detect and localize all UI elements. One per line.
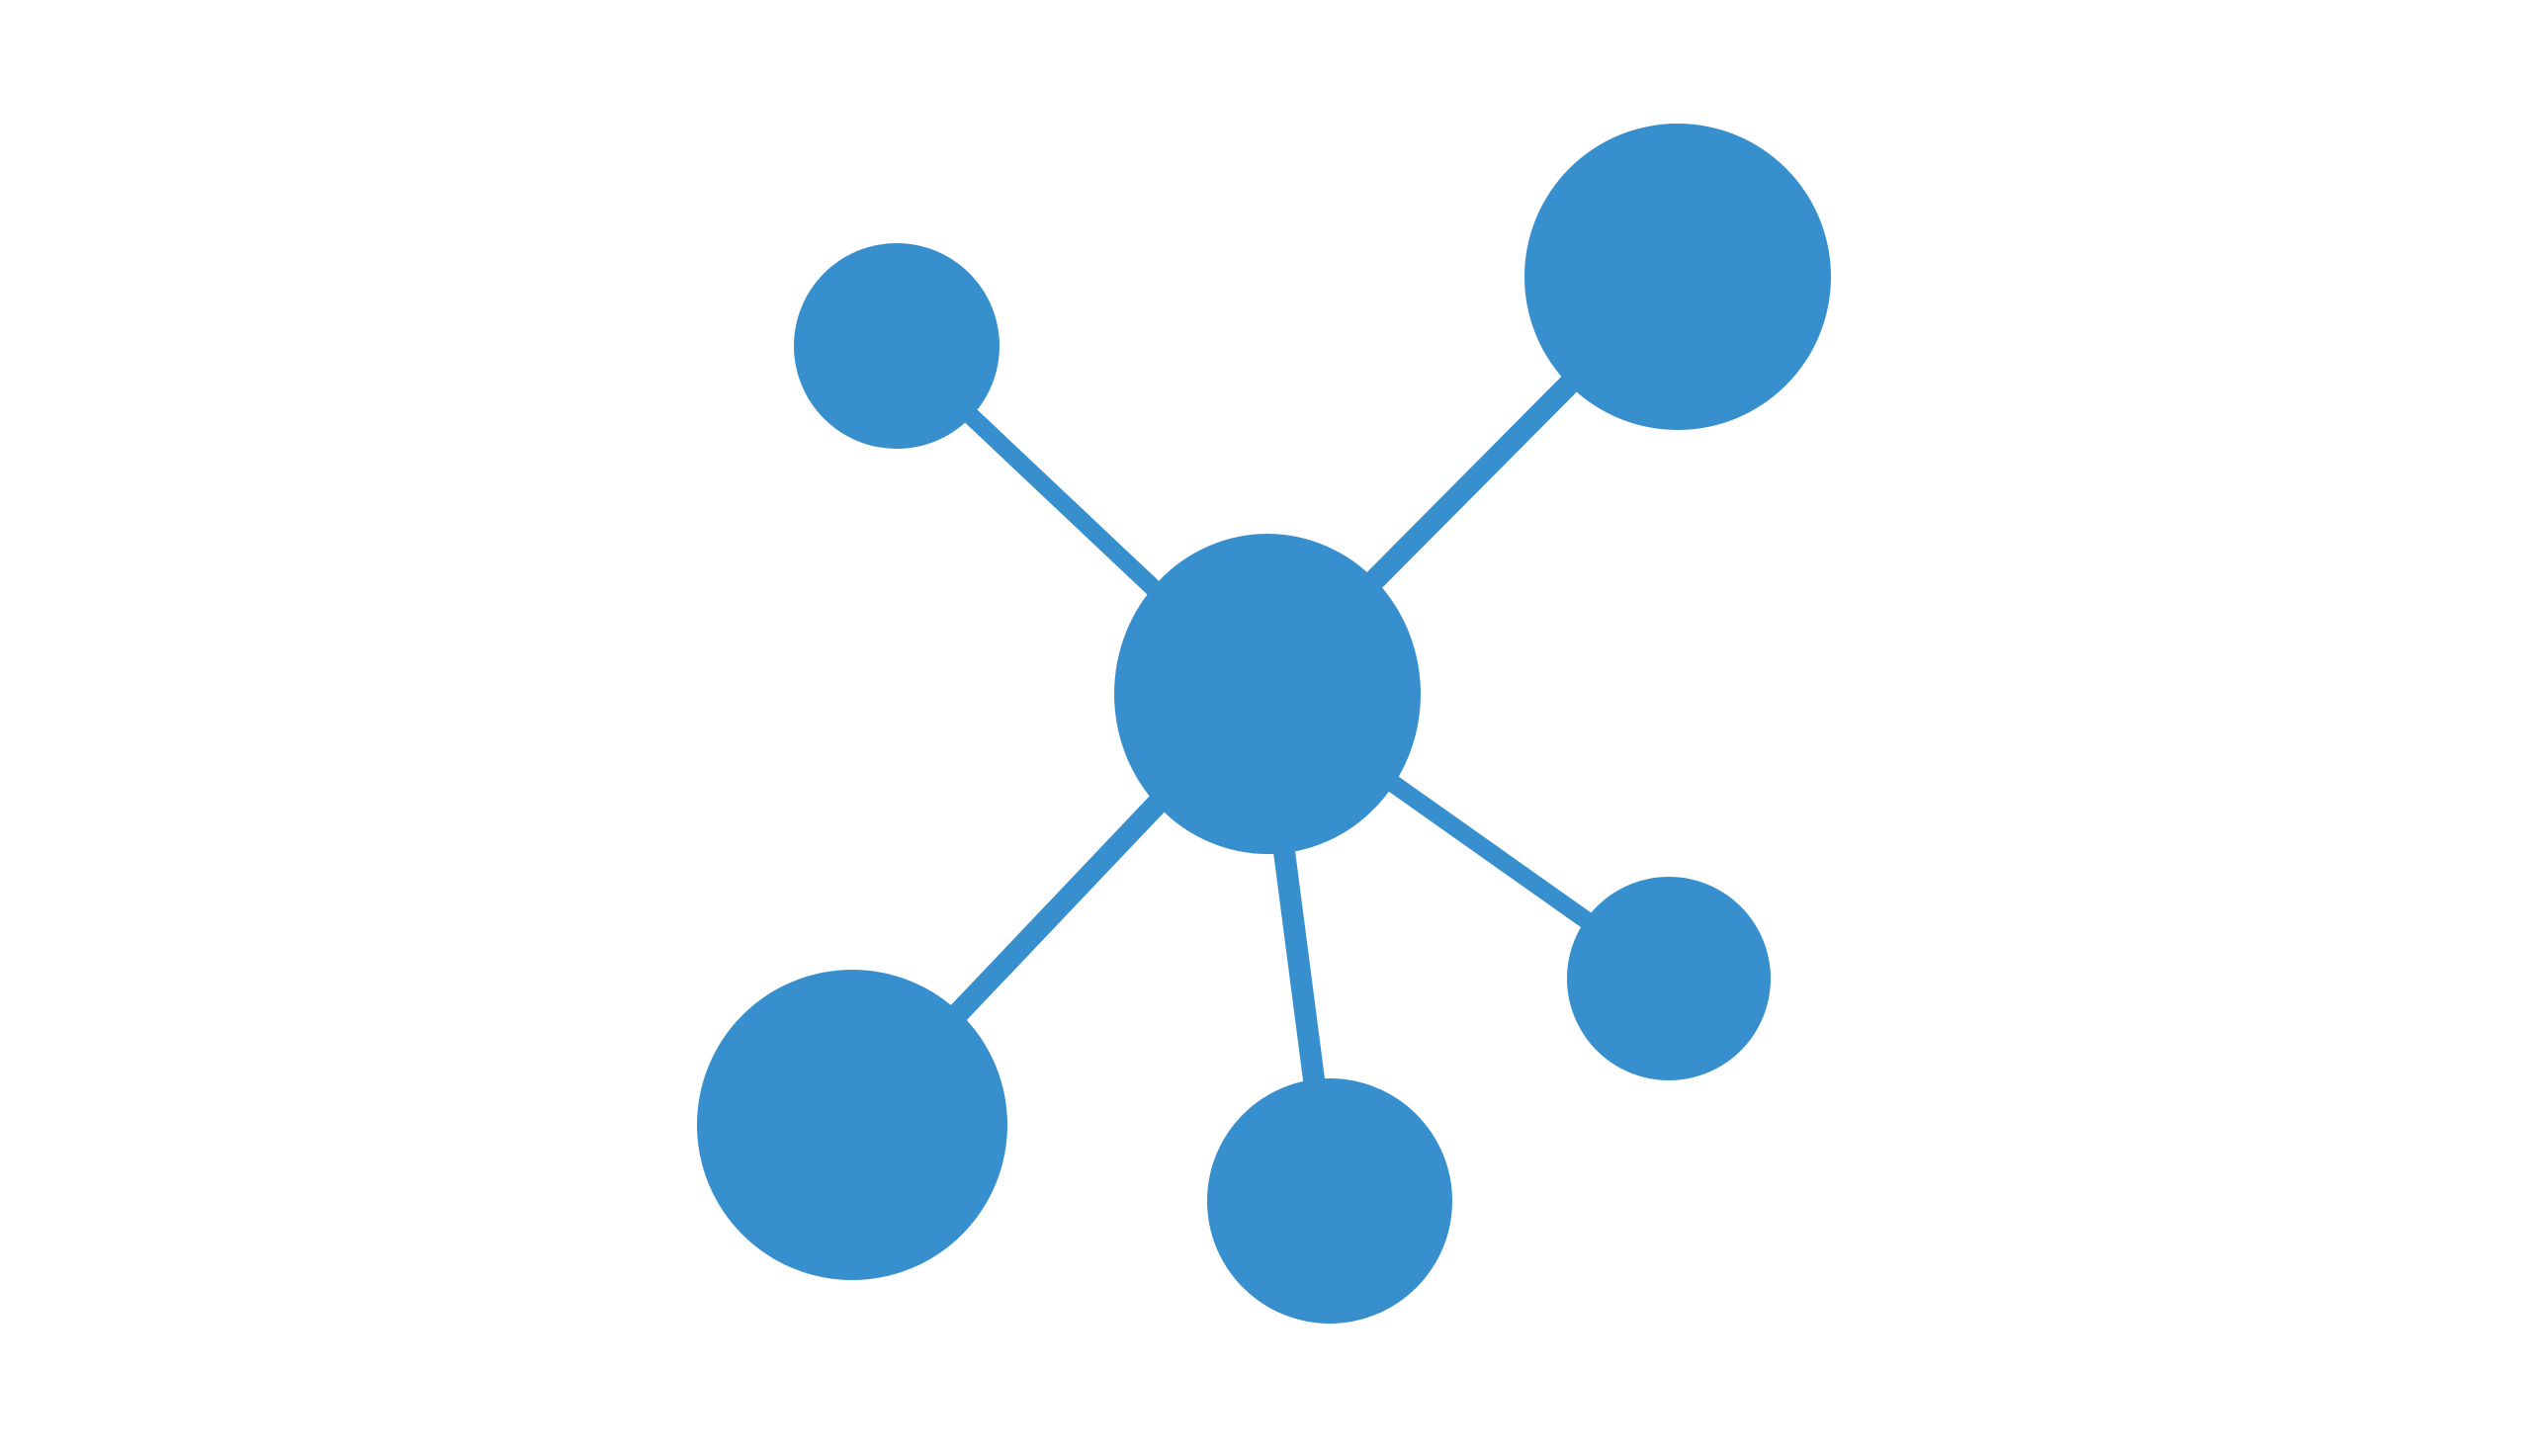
node-group <box>697 124 1831 1324</box>
hub-node <box>1114 534 1421 854</box>
node-top-right <box>1524 124 1831 430</box>
node-right <box>1567 877 1771 1080</box>
node-bottom-left <box>697 970 1007 1280</box>
node-top-left <box>794 243 1000 449</box>
node-bottom <box>1207 1078 1452 1324</box>
